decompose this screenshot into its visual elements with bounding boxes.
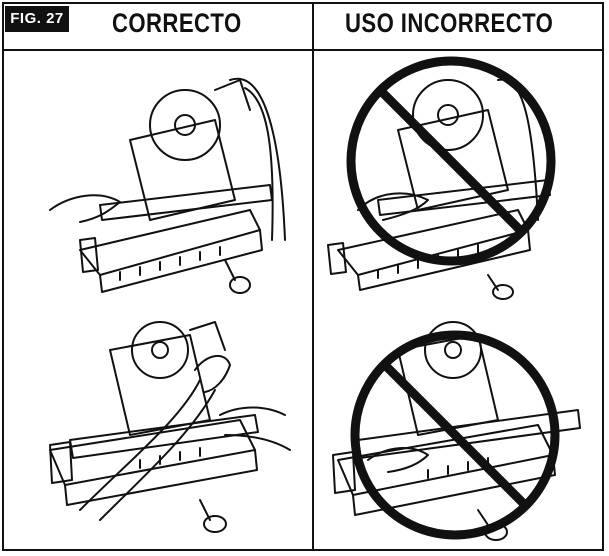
- prohibition-icon: [346, 56, 556, 266]
- miter-saw-illustration-icon: [49, 77, 286, 294]
- miter-saw-illustration-icon: [49, 321, 291, 533]
- panel-incorrect-bottom: [318, 310, 600, 546]
- column-divider: [312, 2, 314, 551]
- header-incorrect: USO INCORRECTO: [345, 8, 554, 38]
- panel-correct-top: [40, 60, 302, 300]
- panel-incorrect-top: [318, 56, 600, 300]
- figure-label: FIG. 27: [5, 6, 69, 32]
- figure-frame: [2, 2, 604, 551]
- header-divider: [2, 49, 604, 51]
- miter-saw-illustration-icon: [327, 78, 551, 300]
- header-correct: CORRECTO: [112, 8, 242, 38]
- prohibition-icon: [350, 330, 560, 540]
- panel-correct-bottom: [40, 310, 302, 546]
